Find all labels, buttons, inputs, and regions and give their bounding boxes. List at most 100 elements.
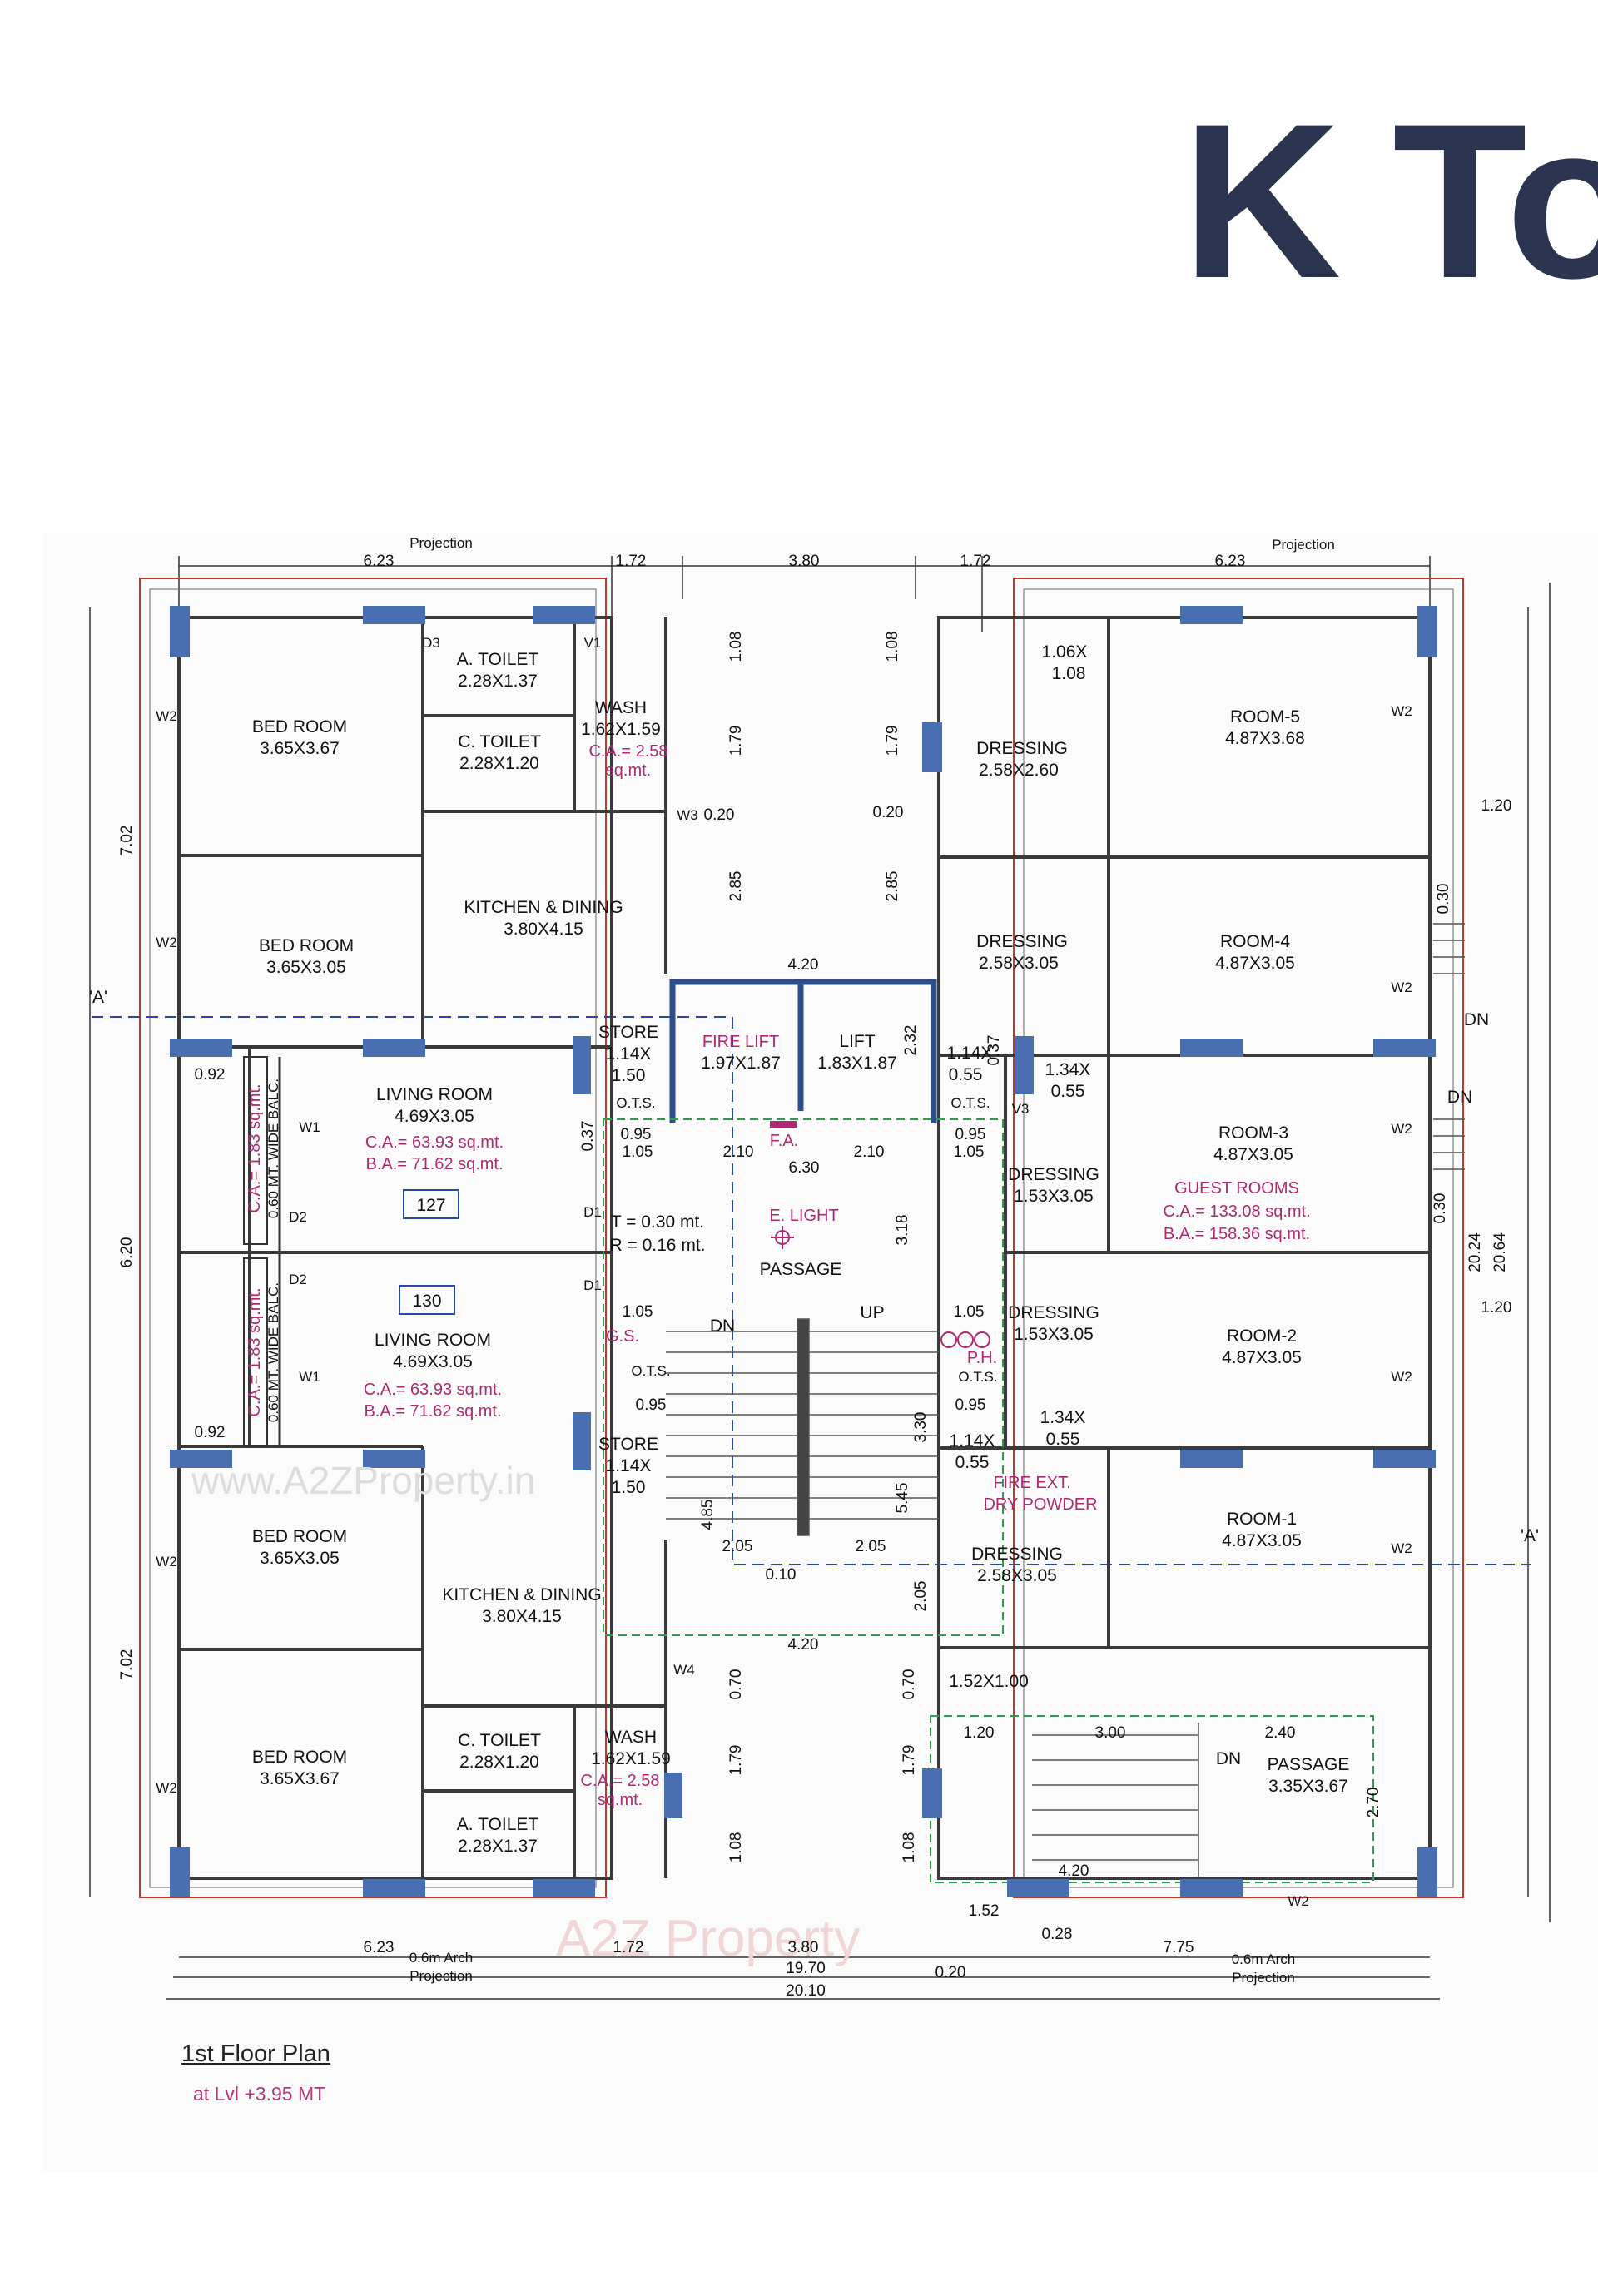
window-w3: W3 [677,807,698,823]
kitchen-bottom-name: KITCHEN & DINING [442,1585,601,1604]
box-114b-l1: 1.14X [950,1431,995,1450]
dim-030-a: 0.30 [1435,884,1452,915]
dim-205-b: 2.05 [856,1538,886,1555]
room-1-size: 4.87X3.05 [1222,1531,1302,1550]
dim-010: 0.10 [766,1566,797,1584]
gs-label: G.S. [606,1327,639,1346]
arch-bottom-left-1: 0.6m Arch [409,1950,474,1966]
box-114b-l2: 0.55 [955,1453,990,1472]
e-light-icon [771,1226,794,1249]
dim-285-a: 2.85 [727,871,745,902]
dim-092-b: 0.92 [195,1424,226,1441]
dim-240: 2.40 [1265,1724,1296,1742]
a-toilet-bottom-size: 2.28X1.37 [458,1837,538,1856]
dim-070-a: 0.70 [727,1669,745,1700]
bedroom-tl-name: BED ROOM [252,717,347,736]
wash-top-name: WASH [595,698,647,717]
box-134a-l2: 0.55 [1051,1082,1085,1101]
box-114a-l2: 0.55 [949,1065,983,1084]
dim-020-a: 0.20 [704,806,735,824]
dim-095-c: 0.95 [636,1396,667,1414]
interior-dimensions: 1.08 1.79 2.85 1.08 1.79 2.85 0.20 0.20 … [195,632,1512,1981]
balc-top-wide: 0.60 MT. WIDE BALC. [266,1079,281,1218]
bedroom-ml-size: 3.65X3.05 [266,958,346,977]
dim-210-a: 2.10 [723,1143,754,1161]
bedroom-tl-size: 3.65X3.67 [260,739,340,758]
store-top-size: 1.14X [606,1044,652,1064]
dressing-3-size: 1.53X3.05 [1014,1187,1094,1206]
bedroom-bl1-name: BED ROOM [252,1527,347,1546]
dim-105-c: 1.05 [623,1303,653,1321]
lift-core [669,979,937,1123]
window-w2-9: W2 [156,1554,177,1570]
living-130-size: 4.69X3.05 [393,1352,473,1371]
dressing-4-size: 1.53X3.05 [1014,1325,1094,1344]
plan-caption-title: 1st Floor Plan [181,2041,330,2067]
structural-columns [170,606,1437,1897]
dim-318: 3.18 [894,1215,911,1246]
balcony-strips [243,1056,281,1446]
living-130-name: LIVING ROOM [375,1331,491,1350]
box-134a-l1: 1.34X [1045,1060,1091,1079]
dim-210-b: 2.10 [854,1143,885,1161]
fire-lift-size: 1.97X1.87 [701,1054,781,1073]
window-w2-8: W2 [1288,1893,1309,1909]
fire-ext-type: DRY POWDER [983,1495,1097,1514]
dim-120-c: 1.20 [964,1724,995,1742]
dim-285-b: 2.85 [884,871,901,902]
dim-179-d: 1.79 [901,1745,918,1776]
store-bottom-size2: 1.50 [612,1478,646,1497]
passage-label: PASSAGE [760,1260,842,1279]
window-w2-7: W2 [1391,1540,1412,1556]
dim-030-b: 0.30 [1432,1193,1449,1224]
dim-485: 4.85 [699,1500,717,1530]
fire-alarm-mark [770,1121,797,1128]
dim-179-a: 1.79 [727,726,745,756]
dim-070-b: 0.70 [901,1669,918,1700]
dim-179-c: 1.79 [727,1745,745,1776]
watermark-url: www.A2ZProperty.in [191,1459,535,1502]
stair-up-label: UP [860,1303,884,1322]
stair-dn-label: DN [710,1317,735,1336]
passage-right-dn: DN [1216,1749,1241,1768]
living-130-ba: B.A.= 71.62 sq.mt. [364,1402,501,1421]
box-106-l1: 1.06X [1042,642,1088,662]
c-toilet-top-size: 2.28X1.20 [459,754,539,773]
store-top-size2: 1.50 [612,1066,646,1085]
kitchen-top-name: KITCHEN & DINING [464,898,623,917]
bedroom-bl2-size: 3.65X3.67 [260,1769,340,1788]
dim-205-a: 2.05 [722,1538,753,1555]
dim-right-1: 20.24 [1466,1232,1484,1272]
room-1-name: ROOM-1 [1227,1510,1297,1529]
room-2-size: 4.87X3.05 [1222,1348,1302,1367]
window-w2-2: W2 [156,935,177,950]
side-dimension-lines [89,583,1551,1922]
passage-right-name: PASSAGE [1268,1755,1350,1774]
dressing-1-size: 2.58X2.60 [979,761,1059,780]
unit-130-number: 130 [412,1292,441,1311]
dim-630: 6.30 [789,1159,820,1177]
dim-095-d: 0.95 [955,1396,986,1414]
wash-top-ca: C.A.= 2.58 [588,742,667,761]
store-bottom-name: STORE [598,1435,658,1454]
right-step-ladders [1433,923,1465,1170]
dim-108-d: 1.08 [901,1832,918,1863]
dim-bottom-3: 3.80 [788,1939,819,1956]
ots-mid-left: O.T.S. [631,1363,670,1379]
dim-095-b: 0.95 [955,1126,986,1143]
walls-left [177,616,667,1880]
wash-top-unit: sq.mt. [606,761,651,780]
ladder-top-dn: DN [1464,1010,1489,1029]
ph-hydrant-icons [940,1331,990,1348]
arch-proj-top-left: Projection [409,535,473,551]
box-106-l2: 1.08 [1052,664,1086,683]
store-top-name: STORE [598,1023,658,1042]
dim-545: 5.45 [894,1483,911,1514]
dim-120-a: 1.20 [1481,797,1512,815]
balc-bottom-ca: C.A.= 1.83 sq.mt. [246,1287,264,1416]
c-toilet-bottom-size: 2.28X1.20 [459,1753,539,1772]
dim-020-b: 0.20 [873,804,904,821]
room-4-name: ROOM-4 [1220,932,1290,951]
window-w1-2: W1 [299,1369,320,1385]
watermark-logo: A2Z Property [556,1910,860,1967]
